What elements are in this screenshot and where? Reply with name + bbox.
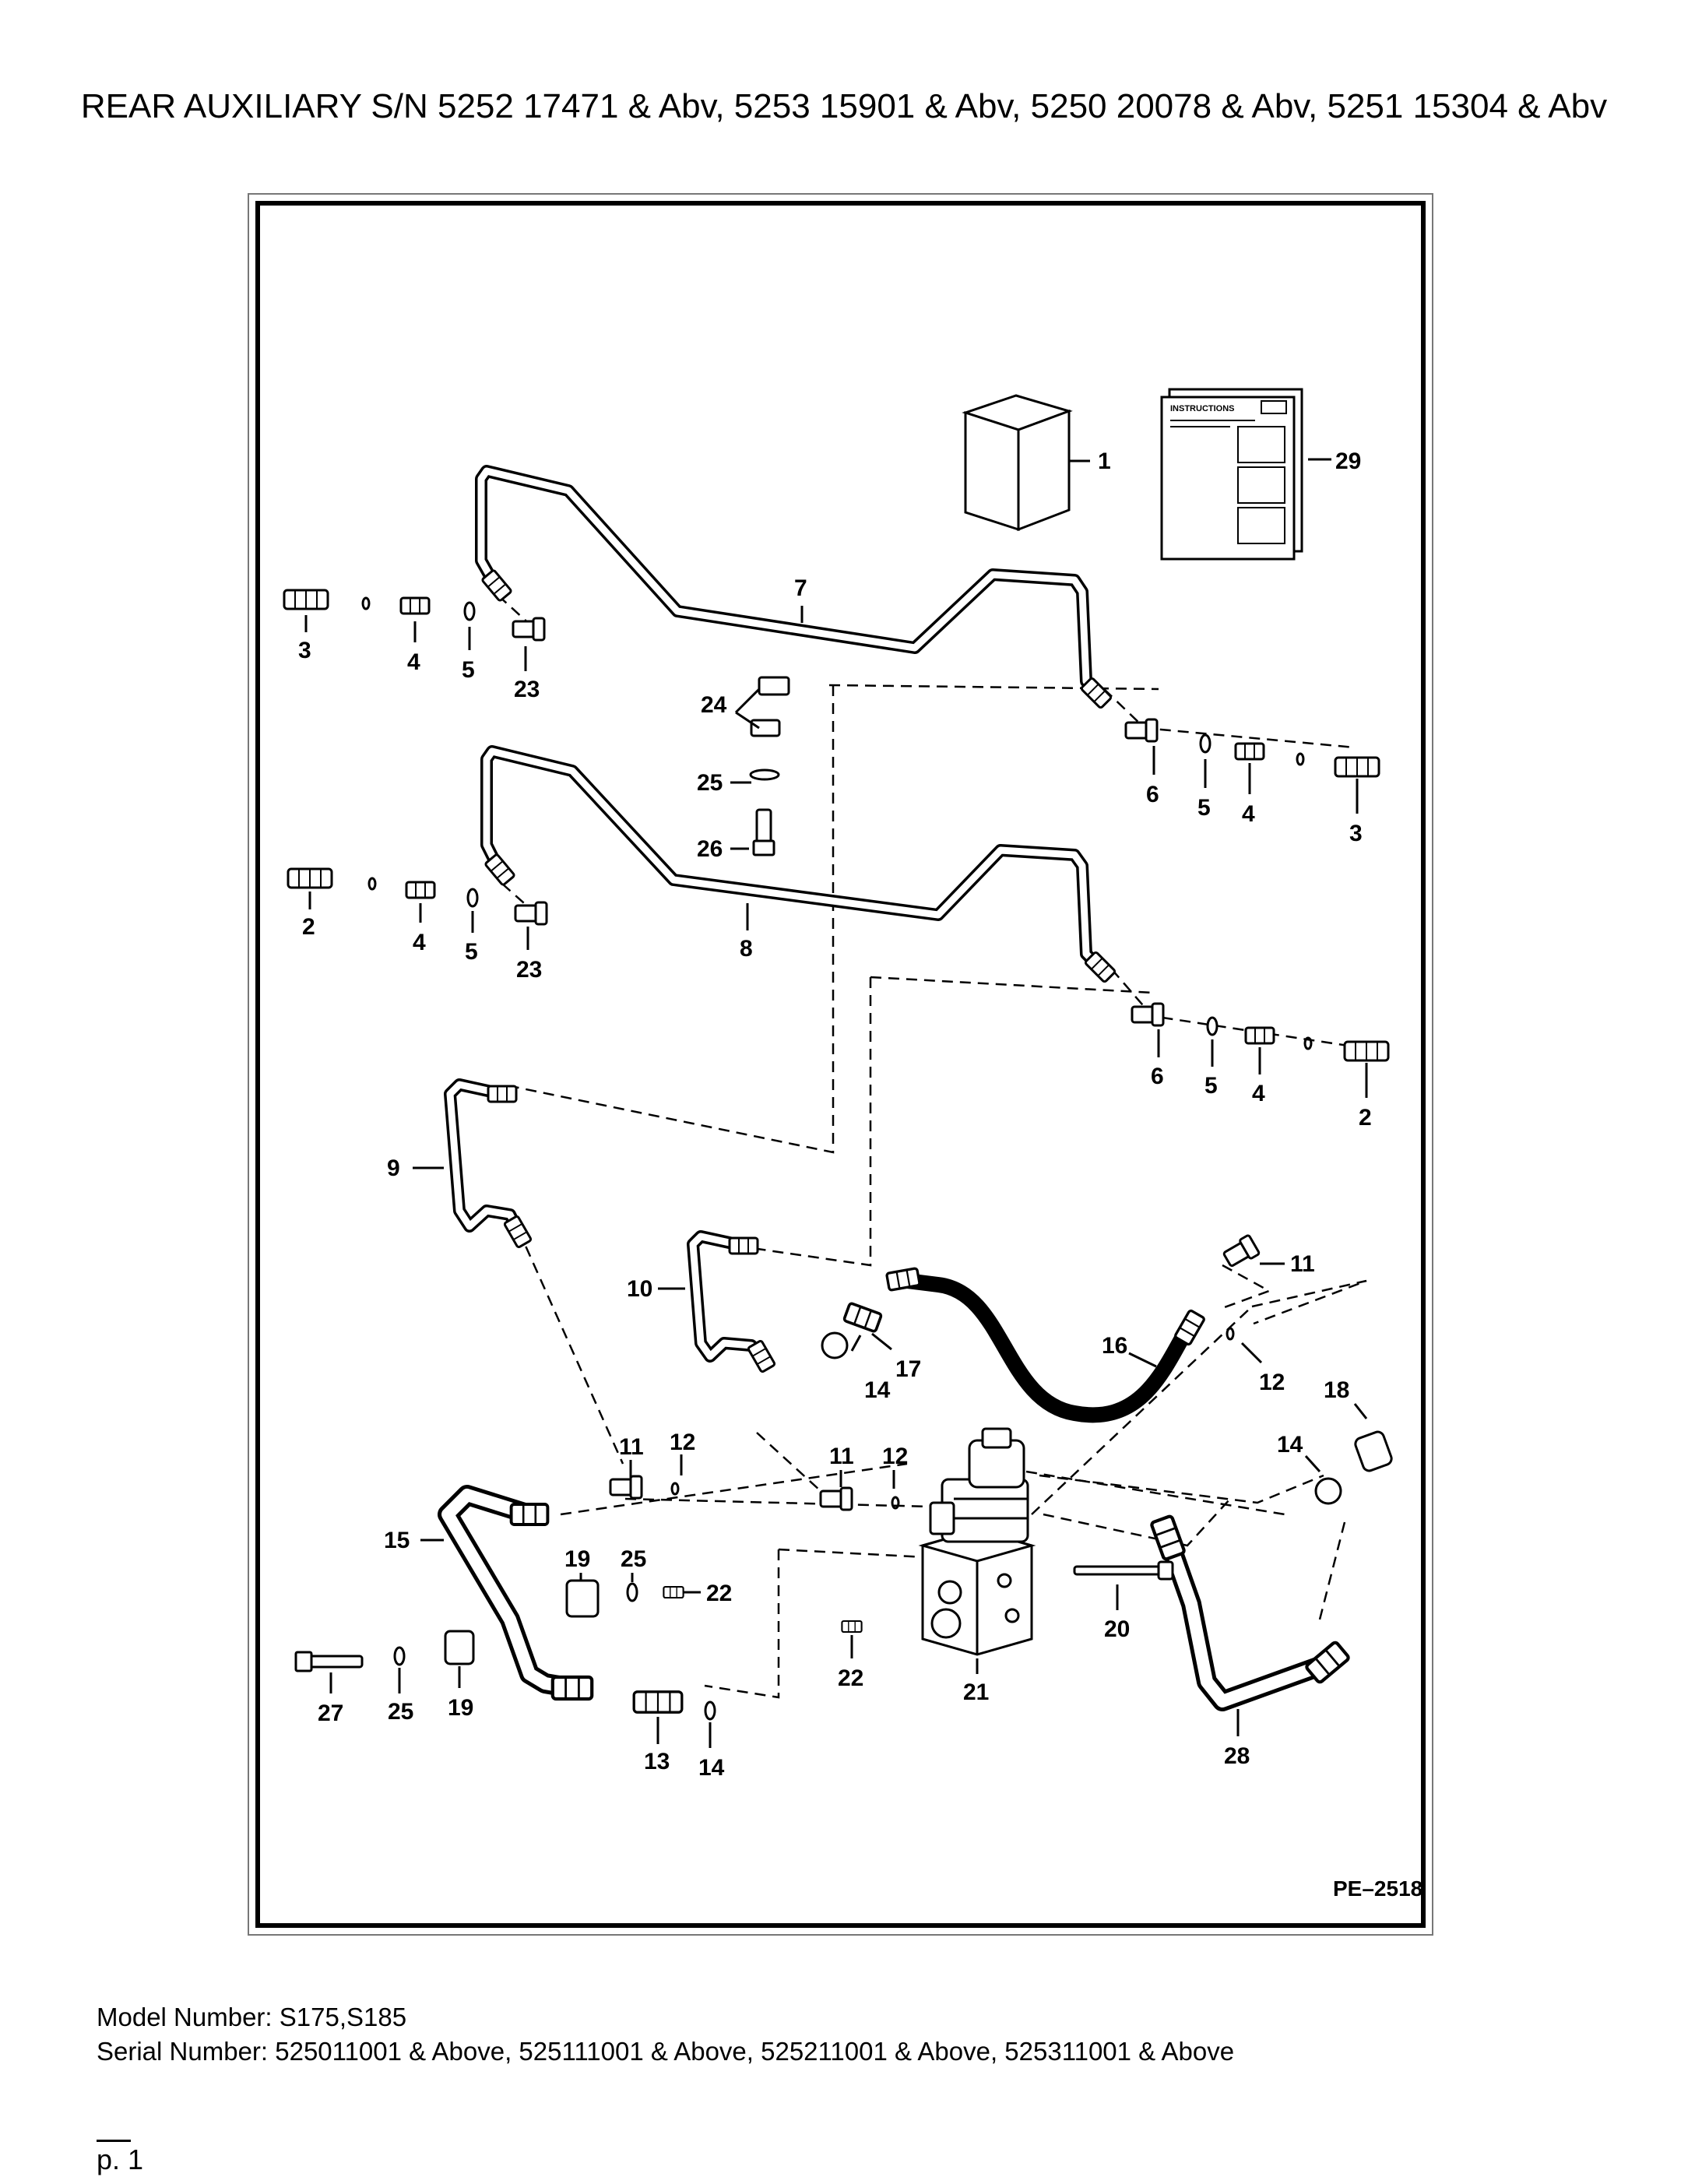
callout-13: 13: [644, 1749, 670, 1774]
tube-item-9: [444, 1078, 524, 1236]
valve-block: [918, 1427, 1036, 1656]
hydraulic-hose: [884, 1267, 1207, 1423]
callout-5: 5: [1197, 795, 1211, 821]
callout-12: 12: [670, 1430, 695, 1455]
callout-19: 19: [448, 1695, 473, 1721]
page-title: REAR AUXILIARY S/N 5252 17471 & Abv, 525…: [80, 87, 1608, 125]
callout-25: 25: [388, 1699, 413, 1725]
callout-27: 27: [318, 1700, 343, 1726]
callout-20: 20: [1104, 1616, 1130, 1642]
callout-3: 3: [298, 638, 311, 663]
callout-5: 5: [1204, 1073, 1218, 1099]
assembly-guide-lines: [498, 595, 1367, 1699]
callout-10: 10: [627, 1276, 652, 1302]
callout-23: 23: [516, 957, 542, 983]
callout-8: 8: [740, 936, 753, 962]
callout-14: 14: [1277, 1432, 1303, 1458]
fittings-row-2: [1124, 718, 1380, 778]
callout-4: 4: [1252, 1081, 1265, 1106]
callout-17: 17: [895, 1356, 921, 1382]
callout-9: 9: [387, 1155, 400, 1181]
tube-item-7: [475, 465, 1100, 698]
callout-28: 28: [1224, 1743, 1250, 1769]
callout-3: 3: [1349, 821, 1363, 846]
callout-4: 4: [407, 649, 420, 675]
page-number: p. 1: [97, 2144, 144, 2175]
callout-29: 29: [1335, 448, 1361, 474]
model-number: Model Number: S175,S185: [97, 2003, 407, 2031]
callout-5: 5: [465, 939, 478, 965]
callout-22: 22: [706, 1581, 732, 1606]
callout-14: 14: [698, 1755, 725, 1781]
port-fitting: [632, 1690, 716, 1721]
diagram-outer-frame: [248, 193, 1433, 1936]
callout-21: 21: [963, 1679, 989, 1705]
callout-19: 19: [564, 1546, 590, 1572]
callout-leaders: [304, 458, 1368, 1748]
kit-box: [962, 394, 1081, 532]
callout-22: 22: [838, 1665, 863, 1691]
callout-23: 23: [514, 677, 540, 702]
clamp-hardware: [749, 676, 790, 856]
callout-5: 5: [462, 657, 475, 683]
callout-12: 12: [1259, 1370, 1285, 1395]
diagram-frame: [255, 201, 1426, 1928]
callout-1: 1: [1098, 448, 1111, 474]
instructions-heading: INSTRUCTIONS: [1170, 404, 1235, 413]
callout-12: 12: [882, 1444, 908, 1469]
tube-item-8: [480, 745, 1104, 972]
callout-15: 15: [384, 1528, 410, 1553]
tube-item-28: [1158, 1528, 1330, 1711]
callout-14: 14: [864, 1377, 891, 1403]
tube-clamps: [294, 1579, 600, 1672]
callout-2: 2: [1359, 1105, 1372, 1131]
callout-6: 6: [1151, 1064, 1164, 1089]
callout-4: 4: [413, 930, 426, 955]
callout-26: 26: [697, 836, 723, 862]
tube-item-10: [687, 1230, 765, 1363]
serial-number: Serial Number: 525011001 & Above, 525111…: [97, 2037, 1235, 2066]
callout-25: 25: [621, 1546, 646, 1572]
callout-24: 24: [701, 692, 727, 718]
callout-6: 6: [1146, 782, 1159, 807]
drawing-code: PE–2518: [1333, 1876, 1422, 1901]
callout-11: 11: [829, 1444, 854, 1469]
hose-fittings: [821, 1233, 1393, 1505]
callout-4: 4: [1242, 801, 1255, 827]
callout-16: 16: [1102, 1333, 1127, 1359]
valve-bolt: [1073, 1560, 1174, 1581]
valve-port-elbows: [609, 1475, 900, 1511]
steel-tubes: [438, 465, 1330, 1711]
callout-labels: 1 29 7 3 4 5 23 24 25 26 6 5 4 3 2 4 5 2…: [298, 448, 1372, 1781]
small-nuts: [626, 1582, 863, 1634]
callout-7: 7: [794, 575, 807, 601]
callout-11: 11: [1290, 1251, 1315, 1277]
page-number-rule: [97, 2140, 131, 2142]
callout-18: 18: [1324, 1377, 1349, 1403]
instructions-sheet: INSTRUCTIONS: [1160, 388, 1303, 561]
callout-11: 11: [619, 1434, 644, 1460]
callout-2: 2: [302, 914, 315, 940]
callout-25: 25: [697, 770, 723, 796]
tube-end-nuts: [480, 568, 1350, 1699]
tube-item-15: [438, 1485, 582, 1698]
